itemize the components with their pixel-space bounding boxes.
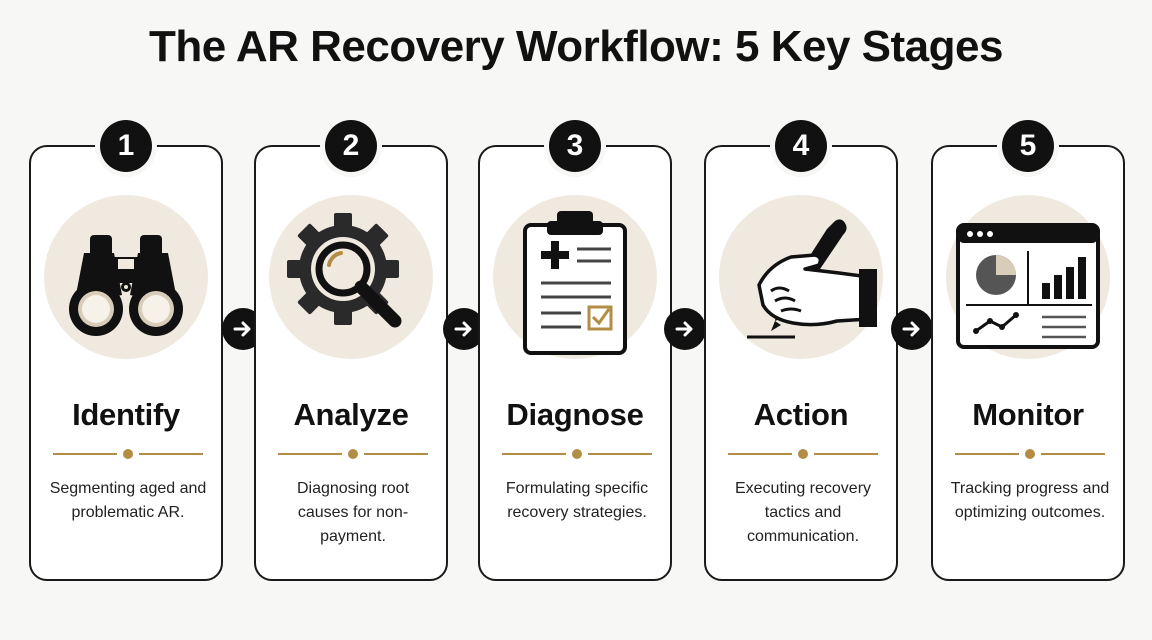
gear-magnifier-icon <box>269 195 433 359</box>
clipboard-icon <box>493 195 657 359</box>
stage-divider <box>955 449 1105 459</box>
stage-divider <box>278 449 428 459</box>
step-number-badge: 5 <box>1002 120 1054 172</box>
stage-description: Formulating specific recovery strategies… <box>505 480 649 521</box>
stage-card-monitor: 5 Monitor Tracking progress an <box>931 120 1125 581</box>
stage-divider <box>728 449 878 459</box>
stage-divider <box>502 449 652 459</box>
stage-card-identify: 1 Identify Segmenting aged and problemat… <box>29 120 223 581</box>
hand-pen-icon <box>719 195 883 359</box>
stage-title: Action <box>753 397 849 432</box>
page-title: The AR Recovery Workflow: 5 Key Stages <box>149 22 1003 71</box>
step-number-badge: 4 <box>775 120 827 172</box>
stage-title: Analyze <box>293 397 409 432</box>
stage-description: Executing recovery tactics and communica… <box>734 480 872 545</box>
dashboard-icon <box>946 195 1110 359</box>
arrow-right-icon <box>664 308 706 350</box>
stage-card-action: 4 Action Executing recovery tactics and … <box>704 120 898 581</box>
arrow-right-icon <box>891 308 933 350</box>
stage-divider <box>53 449 203 459</box>
stage-title: Monitor <box>972 397 1084 432</box>
stage-title: Diagnose <box>506 397 644 432</box>
step-number-badge: 3 <box>549 120 601 172</box>
step-number-badge: 1 <box>100 120 152 172</box>
step-number-badge: 2 <box>325 120 377 172</box>
stage-card-diagnose: 3 Diagnose Formulating specific recovery… <box>478 120 672 581</box>
stage-card-analyze: 2 Analyze Diagnosi <box>254 120 448 581</box>
binoculars-icon <box>44 195 208 359</box>
stage-description: Segmenting aged and problematic AR. <box>49 480 207 521</box>
stage-description: Diagnosing root causes for non-payment. <box>296 480 410 545</box>
stage-title: Identify <box>72 397 180 432</box>
stage-description: Tracking progress and optimizing outcome… <box>950 480 1110 521</box>
